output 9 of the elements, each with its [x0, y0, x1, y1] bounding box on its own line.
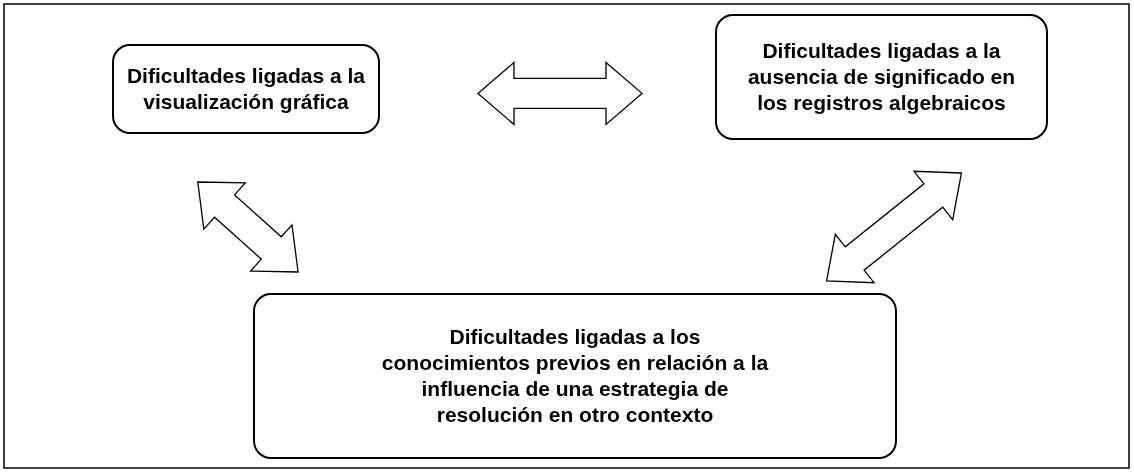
- double-block-arrow: [477, 61, 643, 126]
- rounded-box: [253, 293, 897, 459]
- double-block-arrow: [825, 170, 963, 284]
- rounded-box: [112, 44, 380, 134]
- box-text: Dificultades ligadas a la visualización gráfica: [125, 62, 367, 115]
- box-text: Dificultades ligadas a la ausencia de significado en los registros algebraicos: [746, 37, 1017, 117]
- box-text: Dificultades ligadas a los conocimientos previos en relación a la influencia de una estrategia de resolución en otro contexto: [380, 323, 770, 429]
- rounded-box: [715, 14, 1048, 140]
- double-block-arrow: [197, 181, 299, 273]
